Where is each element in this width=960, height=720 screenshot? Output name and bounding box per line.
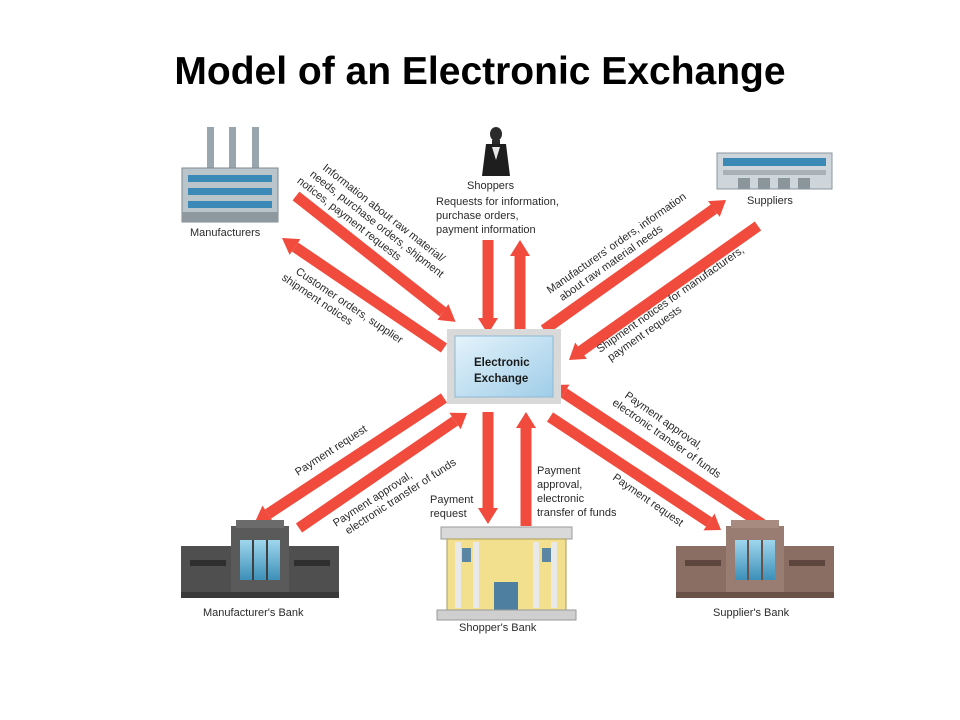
flow-text: purchase orders, [436, 210, 519, 222]
manufacturers-label: Manufacturers [190, 227, 261, 239]
flow-label-shoppers-bank-to-exchange: Payment approval, electronic transfer of… [537, 465, 617, 519]
arrow-exchange-to-suppliers [540, 200, 726, 335]
arrow-suppliers-to-exchange [569, 221, 762, 360]
flow-text: Requests for information, [436, 196, 559, 208]
suppliers-label: Suppliers [747, 195, 793, 207]
flow-text: Payment [537, 465, 580, 477]
manufacturers-bank-icon [181, 520, 339, 598]
factory-icon [181, 127, 279, 223]
shoppers-bank-label: Shopper's Bank [459, 622, 537, 634]
arrow-exchange-to-manufacturers-bank [255, 393, 448, 523]
slide-title: Model of an Electronic Exchange [174, 50, 786, 93]
shoppers-label: Shoppers [467, 180, 515, 192]
flow-label-exchange-to-manufacturers: Information about raw material/ needs, p… [295, 162, 448, 280]
arrow-manufacturers-to-exchange [292, 191, 456, 322]
shoppers-bank-icon [436, 526, 577, 621]
warehouse-icon [716, 152, 833, 190]
arrow-shoppers-bank-to-exchange [516, 412, 536, 526]
arrow-exchange-to-manufacturers [282, 238, 448, 353]
flow-text: transfer of funds [537, 507, 617, 519]
arrow-exchange-to-suppliers-bank [546, 412, 721, 531]
flow-text: payment information [436, 224, 536, 236]
flow-text: Payment [430, 494, 473, 506]
arrow-shoppers-to-exchange [478, 240, 498, 334]
electronic-exchange-node: Electronic Exchange [447, 329, 561, 404]
flow-arrows [255, 191, 766, 533]
flow-label-exchange-to-shoppers-bank: Payment request [430, 494, 473, 520]
arrow-manufacturers-bank-to-exchange [295, 412, 467, 533]
suppliers-bank-icon [676, 520, 834, 598]
flow-text: request [430, 508, 467, 520]
flow-text: about raw material needs [557, 223, 665, 304]
arrow-exchange-to-shoppers [510, 240, 530, 330]
exchange-label-line1: Electronic [474, 357, 530, 369]
shopper-person-icon [482, 127, 510, 176]
flow-label-shoppers-to-exchange: Requests for information, purchase order… [436, 196, 559, 236]
exchange-label-line2: Exchange [474, 373, 528, 385]
flow-text: electronic [537, 493, 585, 505]
arrow-exchange-to-shoppers-bank [478, 412, 498, 524]
flow-text: approval, [537, 479, 582, 491]
manufacturers-bank-label: Manufacturer's Bank [203, 607, 304, 619]
suppliers-bank-label: Supplier's Bank [713, 607, 790, 619]
